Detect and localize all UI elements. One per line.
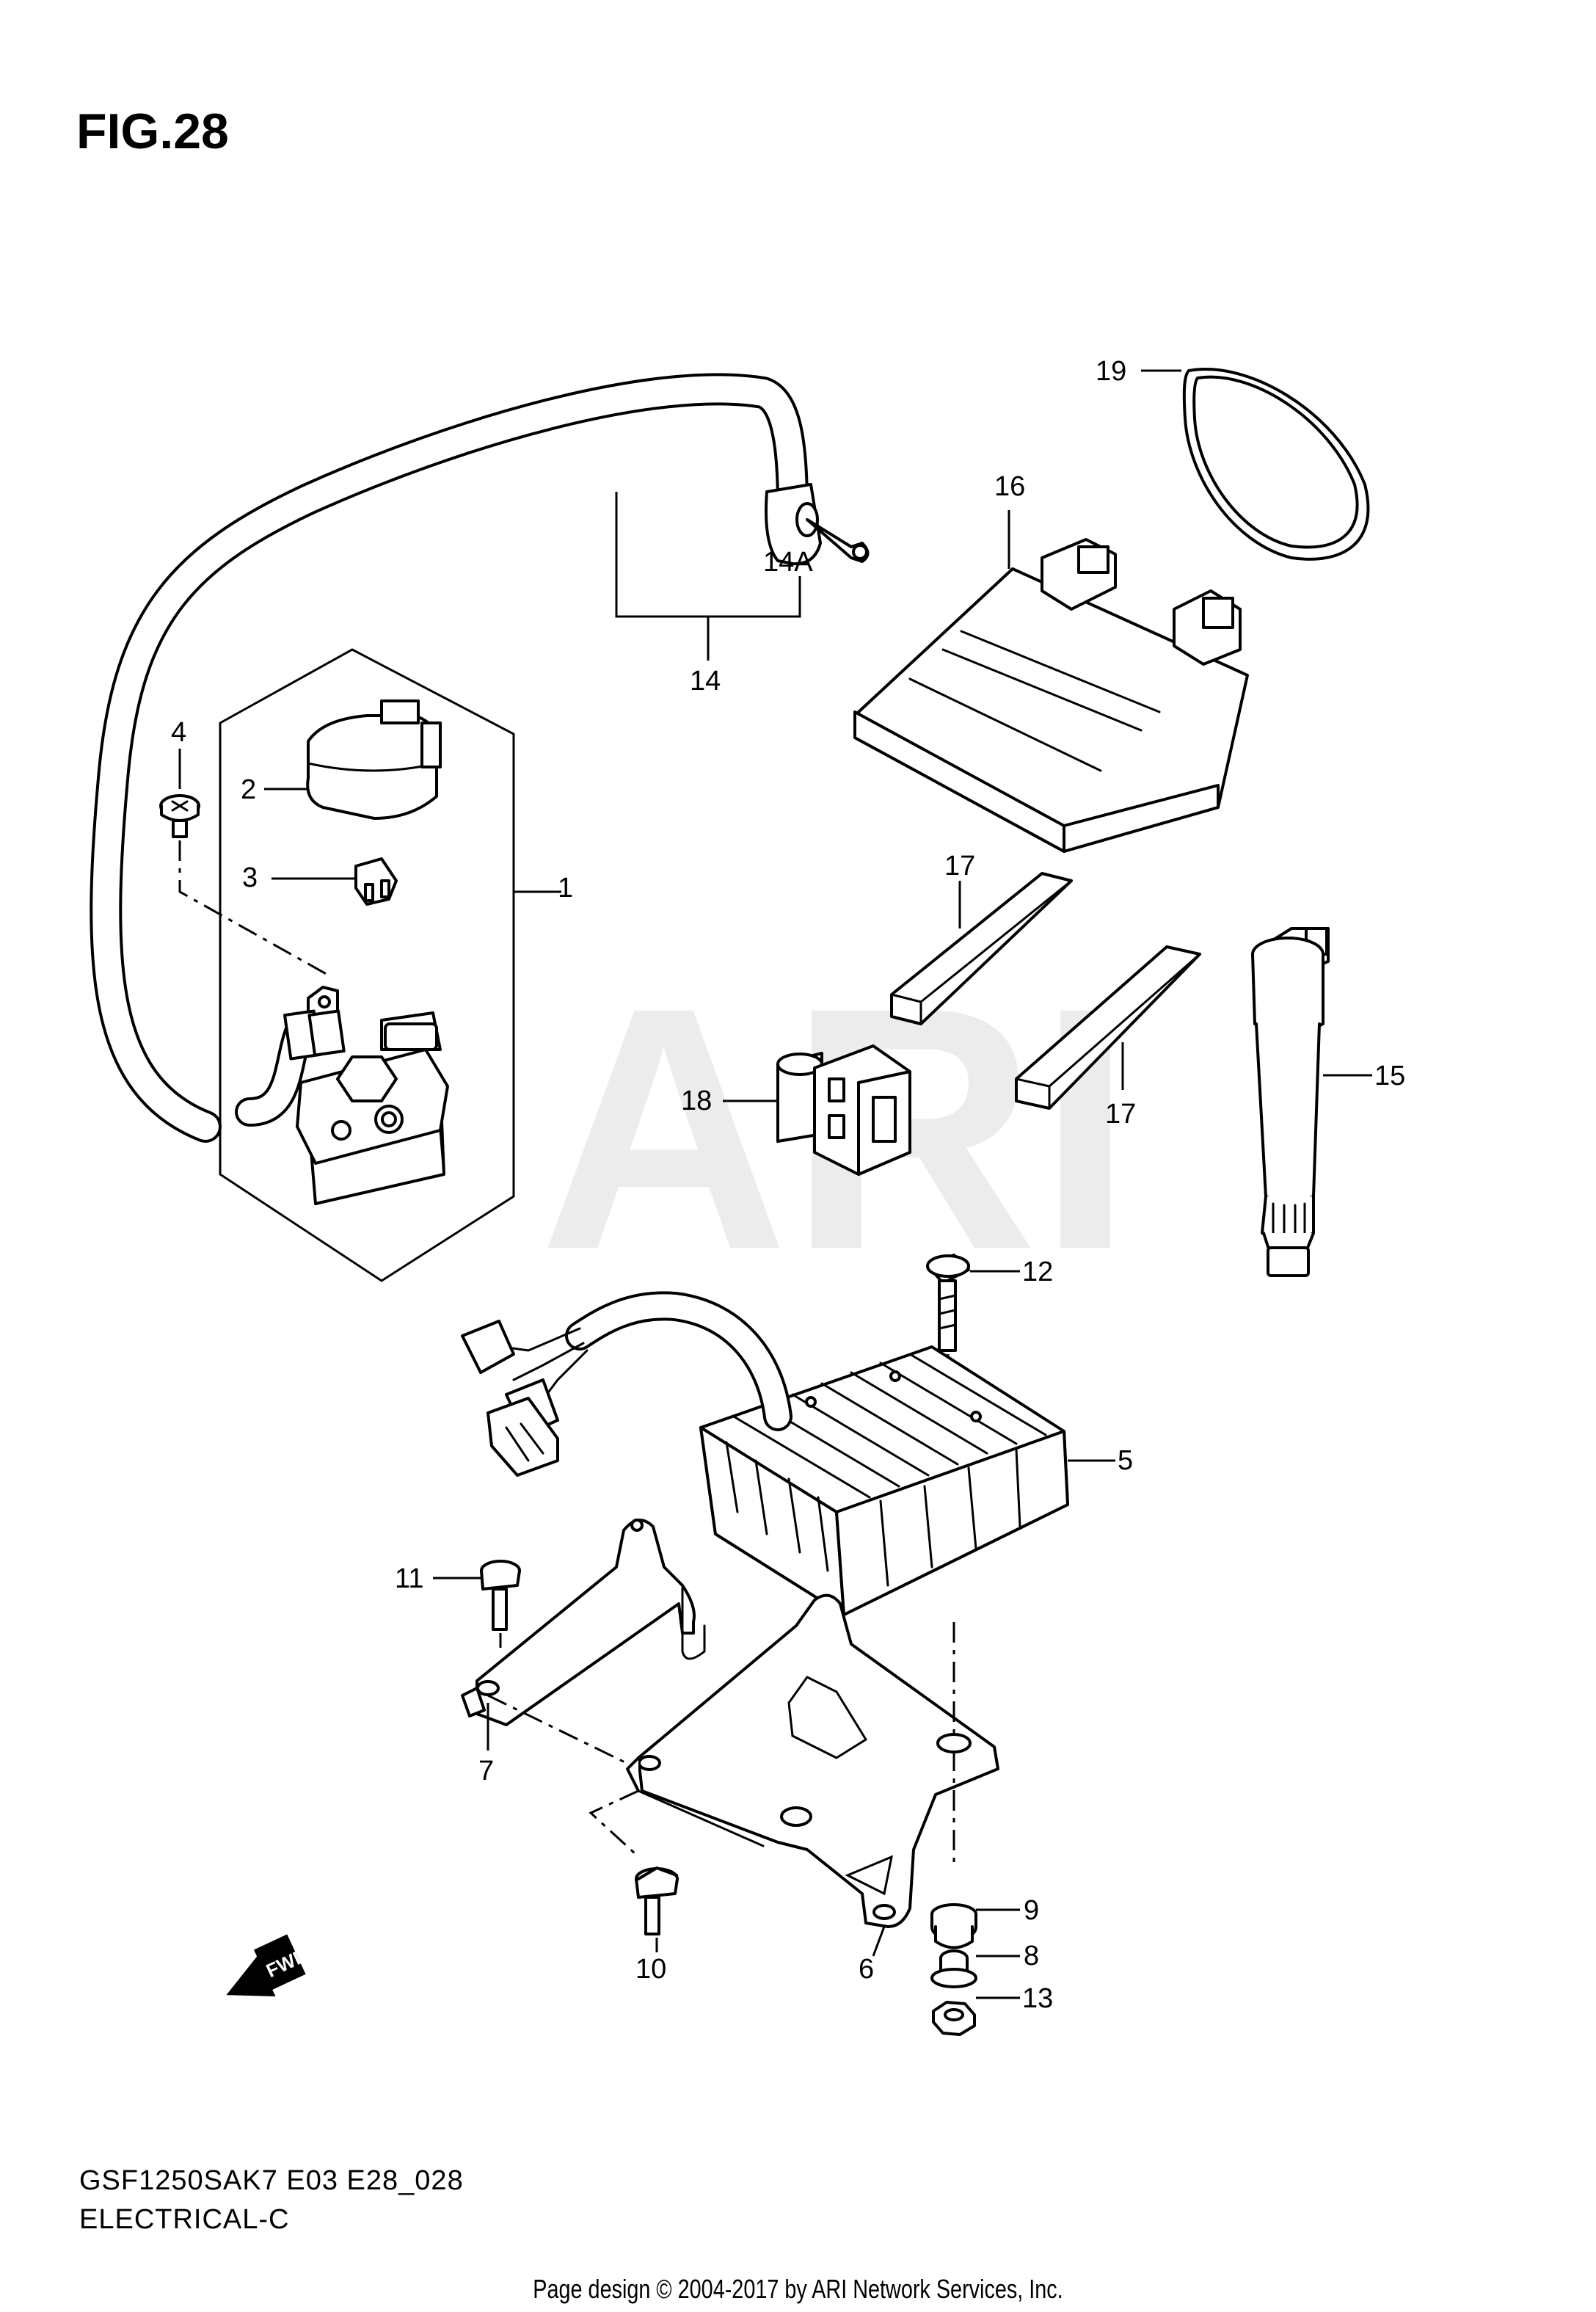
cushion-pad-17-b[interactable] — [1015, 945, 1201, 1110]
callout-17-b: 17 — [1105, 1099, 1136, 1130]
callout-4: 4 — [171, 717, 186, 748]
figure-title: FIG.28 — [76, 103, 229, 159]
nut-13[interactable] — [932, 2001, 976, 2036]
callout-8: 8 — [1024, 1941, 1039, 1971]
callout-15: 15 — [1374, 1061, 1405, 1091]
callout-16: 16 — [994, 471, 1025, 502]
callout-13: 13 — [1022, 1983, 1053, 2014]
relay-cover-2[interactable] — [306, 699, 442, 820]
relay-18[interactable] — [776, 1044, 911, 1176]
kit-outline-1 — [219, 648, 515, 1282]
callout-18: 18 — [681, 1086, 712, 1116]
spacer-8[interactable] — [930, 1949, 977, 1988]
regulator-wire-harness[interactable] — [461, 1291, 792, 1477]
callout-7: 7 — [478, 1756, 494, 1786]
callout-6: 6 — [859, 1954, 874, 1985]
callout-3: 3 — [242, 862, 258, 893]
bolt-11[interactable] — [480, 1560, 521, 1631]
ecm-16[interactable] — [853, 538, 1249, 853]
model-code: GSF1250SAK7 E03 E28_028 — [79, 2165, 464, 2196]
screw-4[interactable] — [159, 794, 200, 838]
starter-relay-body[interactable] — [283, 986, 449, 1205]
footer-copyright: Page design © 2004-2017 by ARI Network S… — [533, 2274, 1063, 2304]
callout-14a: 14A — [763, 547, 813, 578]
bracket-7[interactable] — [461, 1519, 706, 1726]
cushion-9[interactable] — [930, 1903, 977, 1949]
regulator-rectifier-5[interactable] — [699, 1345, 1069, 1616]
forward-direction-badge: FWD — [226, 1934, 311, 1996]
leader-lines — [178, 369, 1372, 1999]
ignition-coil-15[interactable] — [1251, 927, 1330, 1277]
section-name: ELECTRICAL-C — [79, 2204, 290, 2235]
fuse-3[interactable] — [354, 857, 398, 906]
bolt-10[interactable] — [635, 1866, 679, 1935]
terminal-cap-14a[interactable] — [765, 483, 870, 566]
callout-2: 2 — [241, 774, 256, 805]
band-19[interactable] — [1182, 368, 1370, 561]
callout-11: 11 — [395, 1563, 423, 1594]
callout-17-a: 17 — [944, 851, 975, 881]
bolt-12[interactable] — [926, 1254, 970, 1352]
callout-10: 10 — [635, 1954, 666, 1985]
callout-1: 1 — [558, 873, 573, 904]
callout-12: 12 — [1022, 1257, 1053, 1287]
callout-14: 14 — [690, 666, 721, 697]
cushion-pad-17-a[interactable] — [890, 872, 1073, 1025]
callout-5: 5 — [1118, 1445, 1133, 1476]
callout-9: 9 — [1024, 1895, 1039, 1926]
callout-19: 19 — [1096, 356, 1126, 387]
